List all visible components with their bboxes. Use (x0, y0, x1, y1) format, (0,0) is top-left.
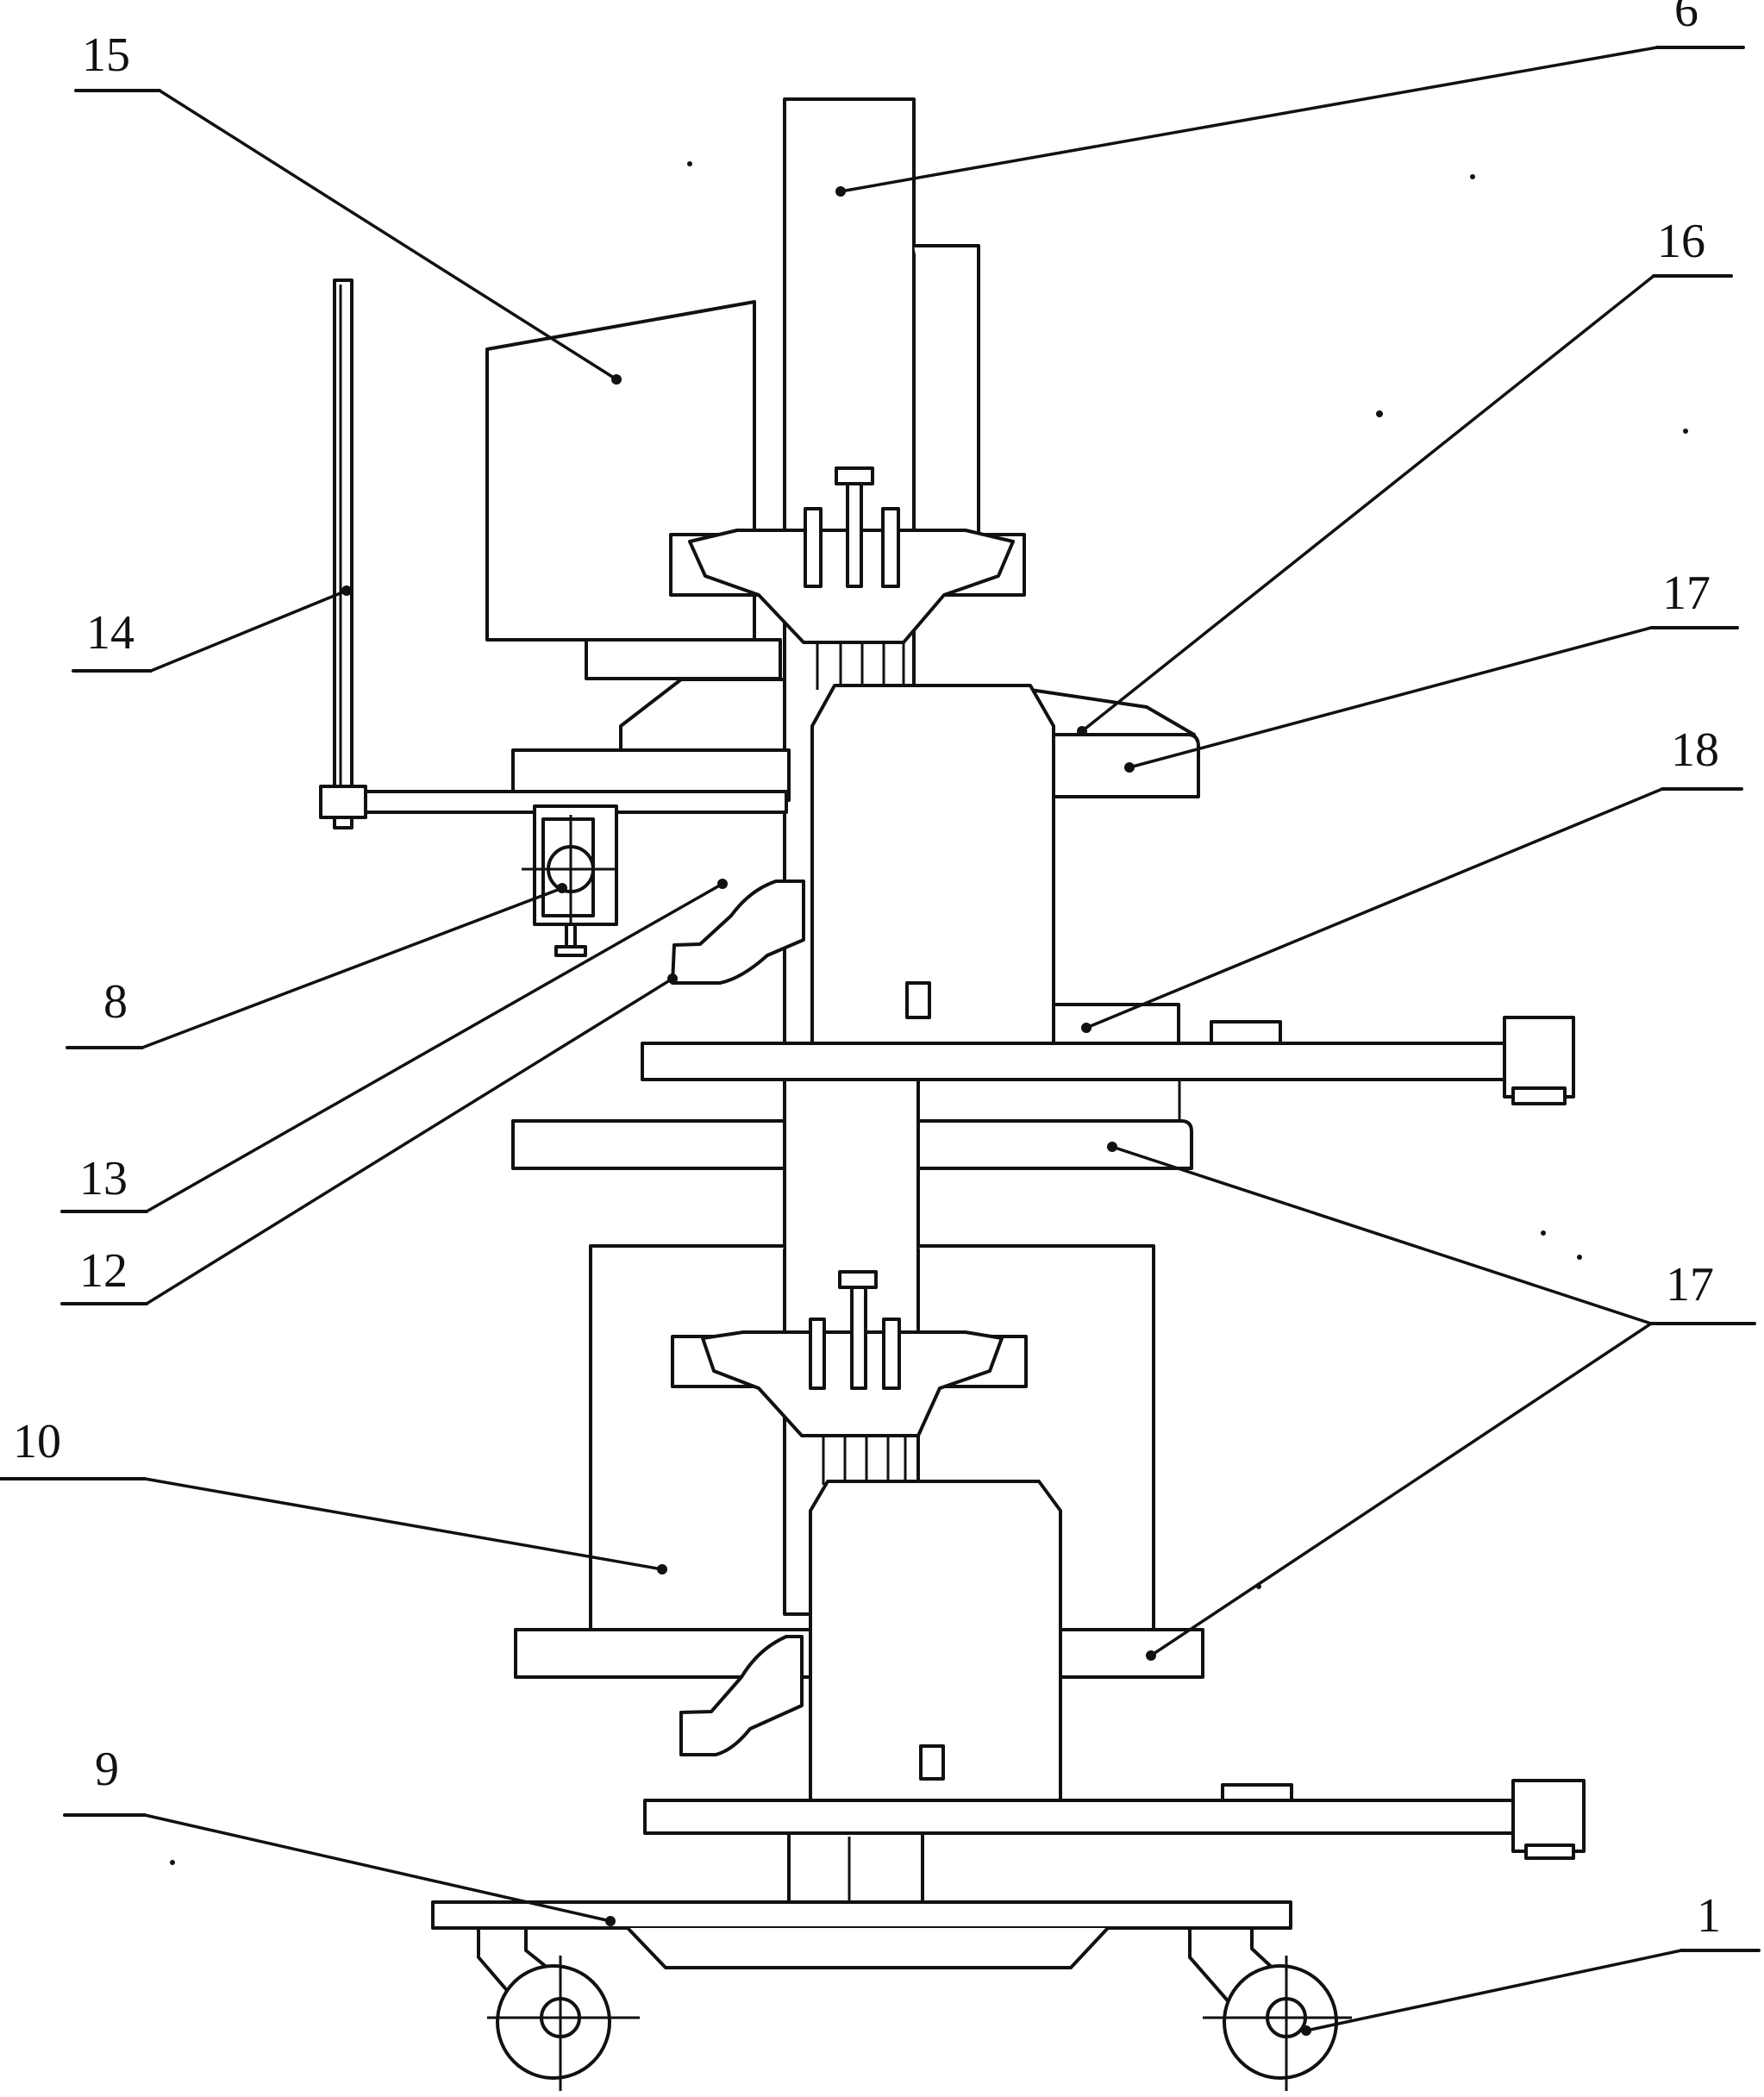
upper-tray-left (619, 678, 786, 752)
middle-shelf-right (916, 1119, 1193, 1170)
leader-8 (141, 886, 564, 1049)
upper-clamp-foot (1511, 1086, 1567, 1105)
base-frame (431, 1900, 1292, 1930)
camera-knob-stem (565, 923, 577, 950)
leader-17-bottom-a (1110, 1145, 1653, 1325)
lower-spring-cap (838, 1270, 878, 1289)
leader-16 (1080, 274, 1655, 733)
caster-left-fork (477, 1928, 517, 2002)
label-8: 8 (103, 975, 128, 1029)
label-17-top: 17 (1662, 567, 1711, 620)
upper-spring-cap (835, 466, 874, 485)
upper-column-side-plate (914, 244, 980, 586)
leader-12 (145, 977, 674, 1305)
lower-spring-rod-b (850, 1286, 867, 1390)
upper-spring-rod-b (846, 482, 863, 588)
leader-17-bottom-b (1149, 1322, 1653, 1657)
label-15: 15 (82, 28, 130, 82)
upper-pad-b (1210, 1020, 1282, 1045)
lower-spring-rod-a (809, 1318, 826, 1390)
label-6: 6 (1674, 0, 1698, 37)
monitor-base (585, 638, 782, 680)
upper-indicator (905, 981, 931, 1019)
lower-handle (679, 1635, 804, 1756)
upper-spring-rod-c (881, 507, 900, 588)
upper-handle (671, 879, 805, 985)
leader-18 (1085, 787, 1664, 1030)
lower-clamp-block (1511, 1779, 1586, 1853)
camera-arm-clamp (319, 785, 367, 819)
upper-tray-right (1046, 733, 1200, 798)
label-18: 18 (1671, 723, 1719, 777)
caster-right-fork (1188, 1928, 1233, 2006)
leader-17-top (1128, 626, 1653, 769)
leader-15 (158, 89, 618, 381)
label-16: 16 (1657, 215, 1705, 268)
leader-10 (143, 1477, 664, 1571)
upper-unit-body (810, 684, 1055, 1045)
lower-clamp-foot (1524, 1843, 1575, 1860)
label-9: 9 (95, 1743, 119, 1796)
leader-6 (839, 46, 1659, 193)
leader-13 (145, 882, 724, 1213)
middle-shelf-left (511, 1119, 786, 1170)
camera-knob (554, 945, 587, 957)
leader-9 (143, 1813, 612, 1923)
lower-base-plate (643, 1799, 1517, 1835)
upper-base-plate (641, 1042, 1511, 1081)
base-skirt (626, 1926, 1110, 1969)
bottom-column (787, 1831, 924, 1904)
label-14: 14 (86, 606, 134, 660)
label-10: 10 (13, 1415, 61, 1468)
camera-pole (333, 279, 353, 829)
lower-indicator (919, 1744, 945, 1781)
label-1: 1 (1697, 1889, 1721, 1943)
label-17-bottom: 17 (1666, 1258, 1714, 1311)
leader-1 (1304, 1949, 1683, 2032)
label-13: 13 (79, 1152, 128, 1205)
upper-clamp-block (1503, 1016, 1575, 1099)
lower-spring-rod-c (882, 1318, 901, 1390)
upper-spring-rod-a (804, 507, 823, 588)
leader-14 (149, 589, 348, 673)
upper-pad-a (1052, 1003, 1180, 1045)
label-12: 12 (79, 1244, 128, 1298)
